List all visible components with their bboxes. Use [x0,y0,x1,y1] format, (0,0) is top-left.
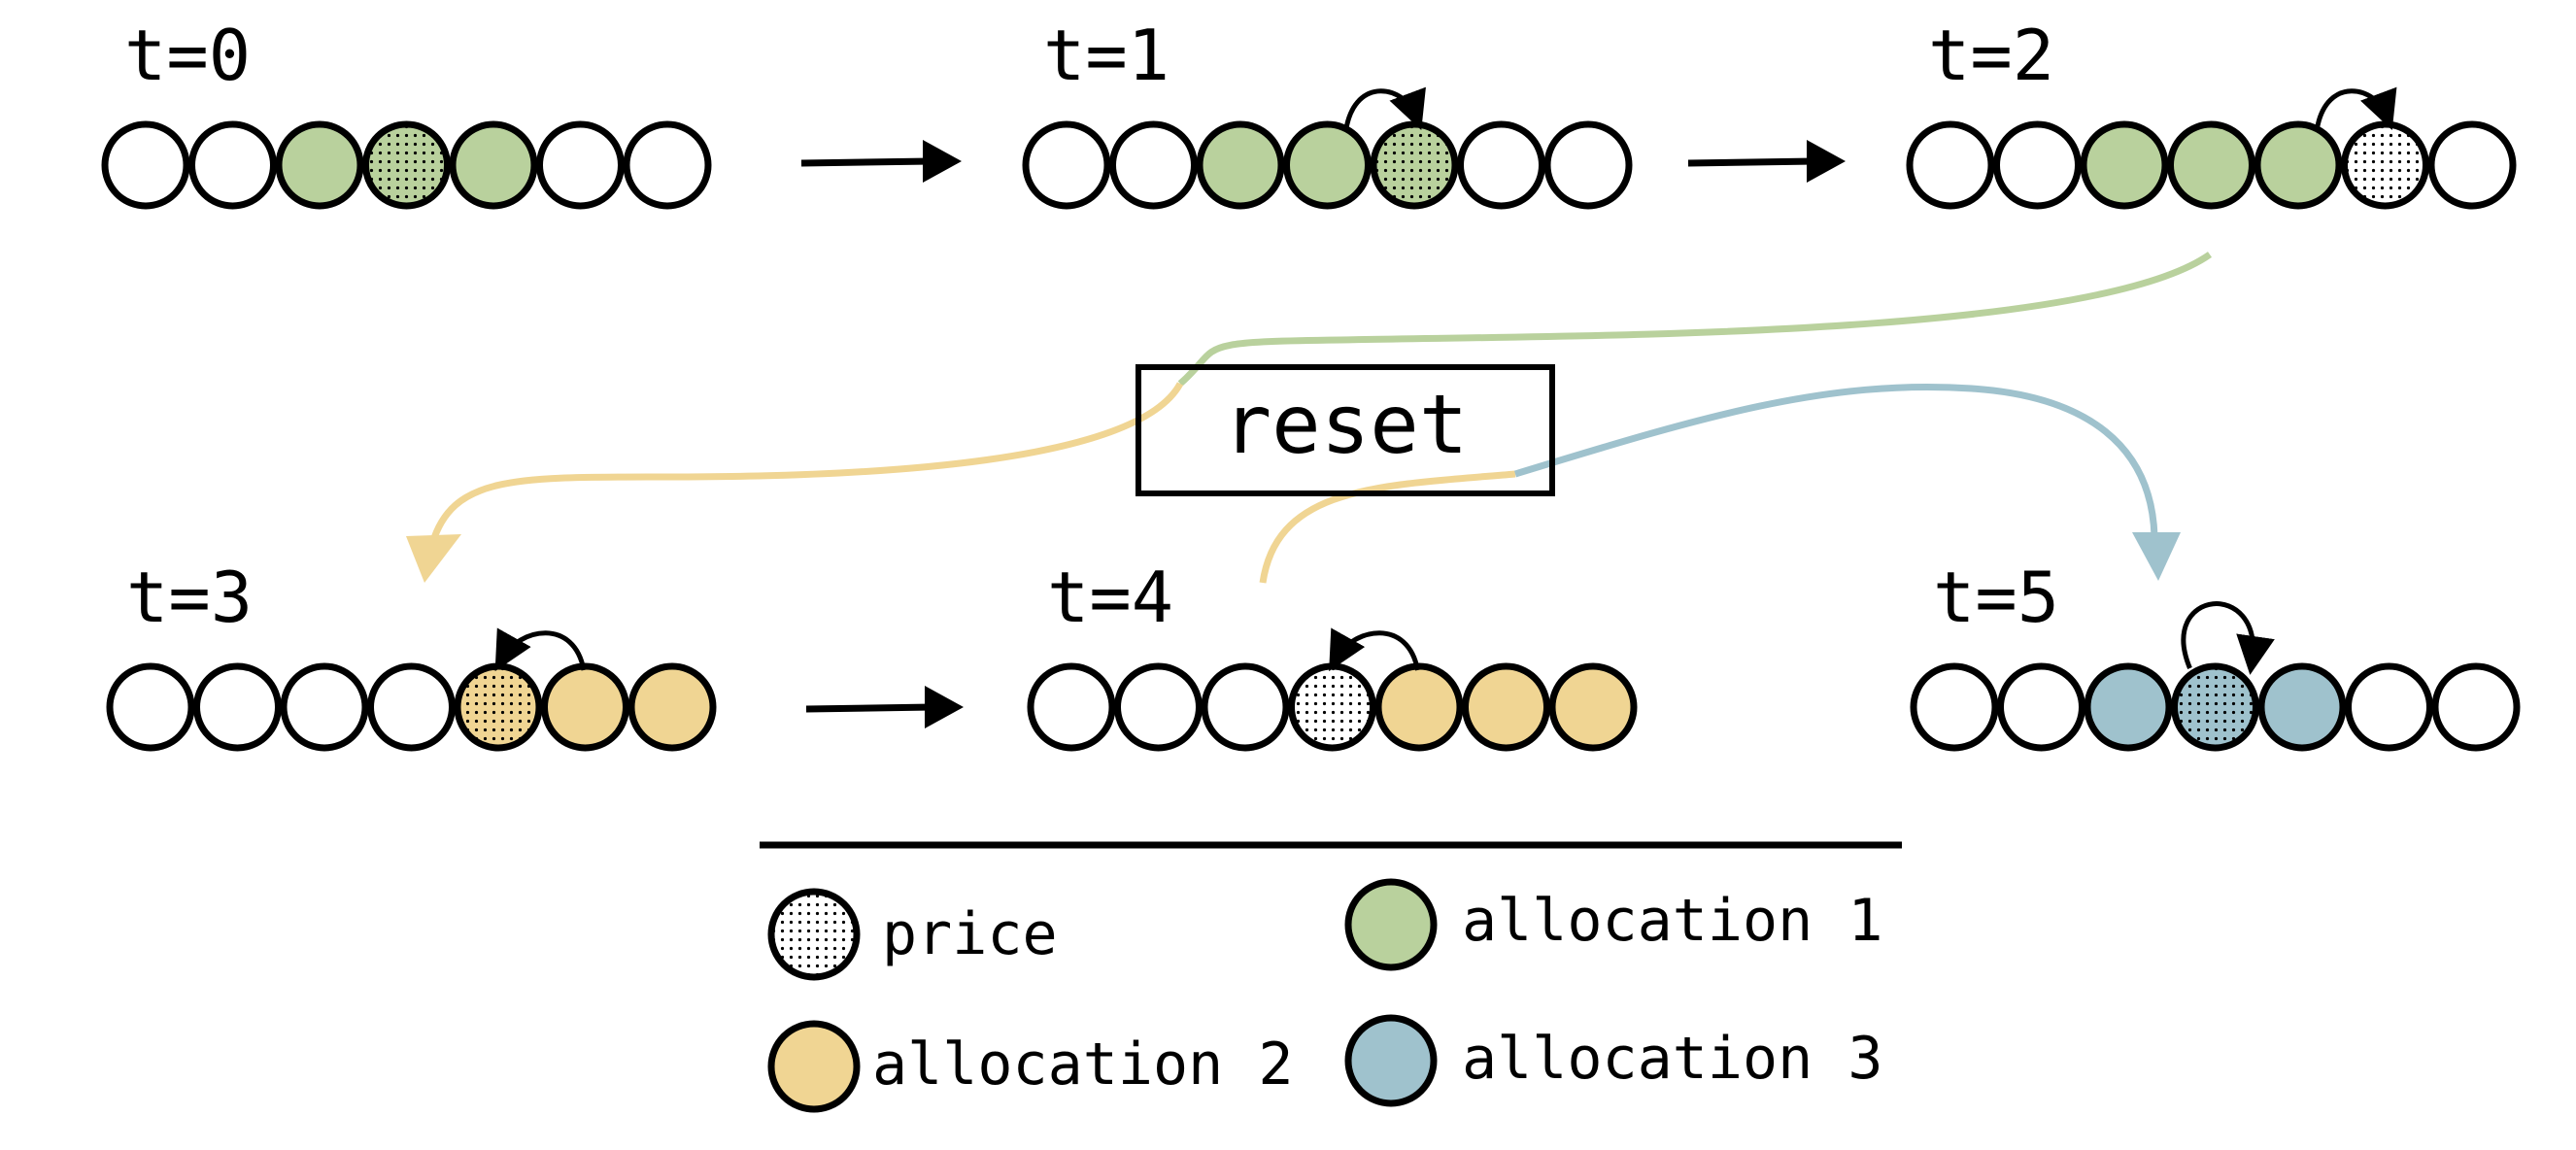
empty-cell [1906,120,1995,210]
legend: price allocation 1 allocation 2 allocation … [767,878,1882,1113]
empty-cell [106,662,195,752]
allocation-2-cell [1462,662,1550,752]
empty-cell [1109,120,1198,210]
allocation-2-cell [627,662,717,752]
timestep-label: t=1 [1043,15,1169,96]
empty-cell [193,662,282,752]
reset-connectors [406,252,2213,584]
legend-swatch-allocation-3 [1344,1014,1438,1107]
reset-curve-allocation-1-to-2 [428,382,1184,545]
reset-arrowhead-allocation-3 [2132,532,2181,581]
empty-cell [1114,662,1203,752]
price-dot-texture [2177,669,2254,745]
price-dot-texture [368,127,445,203]
empty-cell [2431,662,2521,752]
timesteps: t=0 t=1 t=2 t=3 t=4 t=5 [101,15,2521,752]
price-dot-texture [460,669,536,745]
transition-arrow-0 [800,157,932,167]
allocation-1-cell [2254,120,2343,210]
timestep-label: t=4 [1047,557,1173,638]
allocation-3-cell [2257,662,2347,752]
transition-arrow-2 [805,703,933,713]
price-dot-texture [2347,127,2423,203]
empty-cell [1027,662,1116,752]
transition-arrows [800,140,1846,728]
empty-cell [1997,662,2085,752]
transition-arrowhead-1 [1807,140,1846,183]
allocation-1-cell [2167,120,2255,210]
empty-cell [2345,662,2433,752]
allocation-1-cell [1196,120,1285,210]
empty-cell [1910,662,1999,752]
price-stay-loop-arrow [2181,601,2275,675]
empty-cell [1543,120,1633,210]
empty-cell [1457,120,1545,210]
reset-box: reset [1135,364,1555,496]
allocation-2-cell [541,662,629,752]
empty-cell [188,120,277,210]
legend-swatch-allocation-1 [1344,878,1438,971]
empty-cell [1022,120,1111,210]
timestep-label: t=0 [124,15,251,96]
allocation-1-cell [1283,120,1372,210]
empty-cell [1201,662,1290,752]
timestep-label: t=2 [1928,15,2054,96]
legend-label: allocation 1 [1462,887,1882,955]
allocation-1-cell [449,120,538,210]
empty-cell [623,120,712,210]
empty-cell [367,662,456,752]
reset-curve-allocation-3 [1513,384,2158,537]
empty-cell [536,120,625,210]
timestep-2: t=2 [1906,15,2517,210]
timestep-3: t=3 [106,557,717,752]
timestep-0: t=0 [101,15,712,210]
reset-arrowhead-allocation-2 [406,534,461,583]
transition-arrow-1 [1687,157,1815,167]
legend-item-allocation-1: allocation 1 [1344,878,1882,971]
empty-cell [1993,120,2082,210]
legend-item-allocation-2: allocation 2 [767,1020,1293,1113]
reset-curve-allocation-1 [1177,252,2213,387]
timestep-label: t=5 [1933,557,2059,638]
reset-curve-allocation-2-to-3 [1259,470,1516,584]
timestep-label: t=3 [126,557,253,638]
legend-label: allocation 2 [872,1031,1293,1099]
price-move-arrow-right [2315,86,2397,131]
price-move-arrow-left [494,627,587,672]
transition-arrowhead-2 [925,686,964,728]
legend-swatch-allocation-2 [767,1020,861,1113]
empty-cell [280,662,369,752]
legend-label: price [882,900,1058,968]
legend-label: allocation 3 [1462,1025,1882,1093]
price-dot-texture [1294,669,1371,745]
price-move-arrow-left [1329,627,1420,672]
empty-cell [101,120,190,210]
reset-label: reset [1223,377,1469,472]
transition-arrowhead-0 [923,140,962,183]
timestep-1: t=1 [1022,15,1633,210]
empty-cell [2427,120,2517,210]
price-dot-texture [1376,127,1452,203]
legend-swatch-texture [774,895,854,974]
timestep-5: t=5 [1910,557,2521,752]
price-move-arrow-right [1343,86,1426,131]
allocation-2-cell [1548,662,1638,752]
legend-item-price: price [767,888,1058,981]
allocation-2-cell [1374,662,1464,752]
allocation-3-cell [2084,662,2173,752]
timestep-4: t=4 [1027,557,1638,752]
allocation-1-cell [275,120,364,210]
allocation-1-cell [2080,120,2169,210]
legend-item-allocation-3: allocation 3 [1344,1014,1882,1107]
